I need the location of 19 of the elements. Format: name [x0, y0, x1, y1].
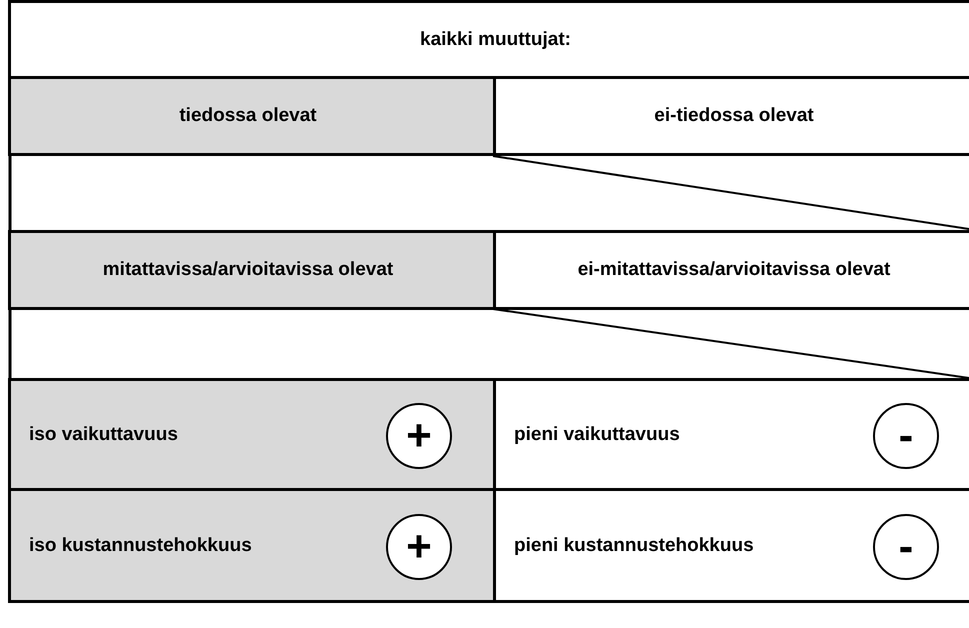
category-panel — [8, 378, 496, 491]
category-label: mitattavissa/arvioitavissa olevat — [102, 259, 394, 281]
category-label: tiedossa olevat — [179, 105, 317, 127]
category-panel — [8, 488, 496, 603]
category-label: kaikki muuttujat: — [420, 28, 571, 50]
category-label: iso kustannustehokkuus — [29, 534, 252, 556]
sign-circle: - — [873, 403, 939, 469]
category-panel — [8, 230, 496, 310]
sign-circle: + — [386, 514, 452, 580]
category-label: pieni vaikuttavuus — [514, 424, 680, 446]
category-panel — [493, 230, 969, 310]
category-label: pieni kustannustehokkuus — [514, 534, 754, 556]
category-label: ei-tiedossa olevat — [654, 105, 814, 127]
category-label: ei-mitattavissa/arvioitavissa olevat — [578, 259, 890, 281]
category-panel — [8, 76, 496, 156]
header-panel — [8, 0, 969, 79]
category-label: iso vaikuttavuus — [29, 424, 178, 446]
sign-circle: + — [386, 403, 452, 469]
sign-circle: - — [873, 514, 939, 580]
